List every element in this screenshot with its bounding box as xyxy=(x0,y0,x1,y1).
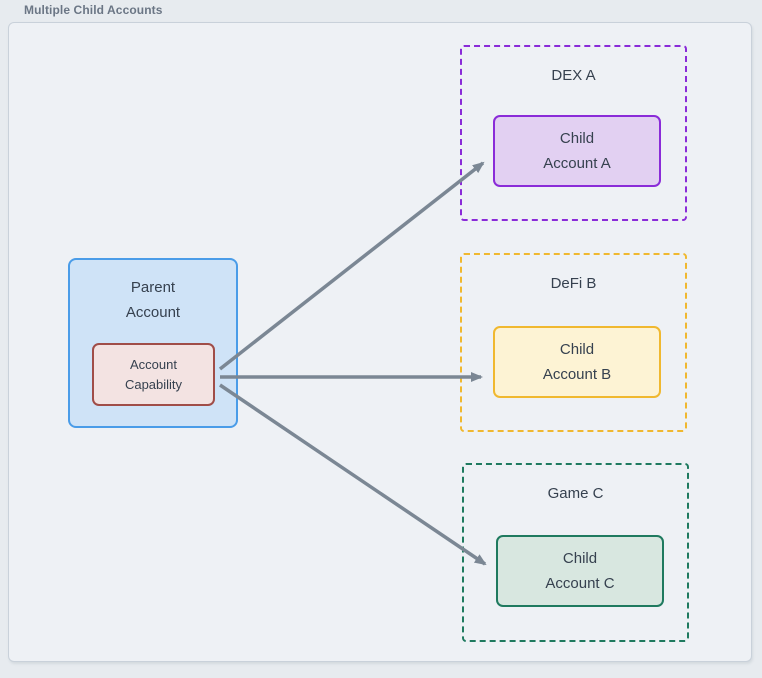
parent-account-label: Parent Account xyxy=(125,279,181,321)
group-defi-b-label: DeFi B xyxy=(550,275,597,292)
account-capability-label: Account Capability xyxy=(124,356,183,392)
group-game-c-label: Game C xyxy=(547,485,604,502)
child-account-c-node: Child Account C xyxy=(496,535,664,607)
group-dex-a-label: DEX A xyxy=(551,67,596,84)
child-account-c-label: Child Account C xyxy=(545,550,615,592)
child-account-b-node: Child Account B xyxy=(493,326,661,398)
child-account-b-label: Child Account B xyxy=(542,341,612,383)
diagram-title: Multiple Child Accounts xyxy=(24,3,163,17)
child-account-a-label: Child Account A xyxy=(543,130,611,172)
group-dex-a-container: DEX A xyxy=(460,45,687,221)
child-account-a-node: Child Account A xyxy=(493,115,661,187)
account-capability-node: Account Capability xyxy=(92,343,215,406)
